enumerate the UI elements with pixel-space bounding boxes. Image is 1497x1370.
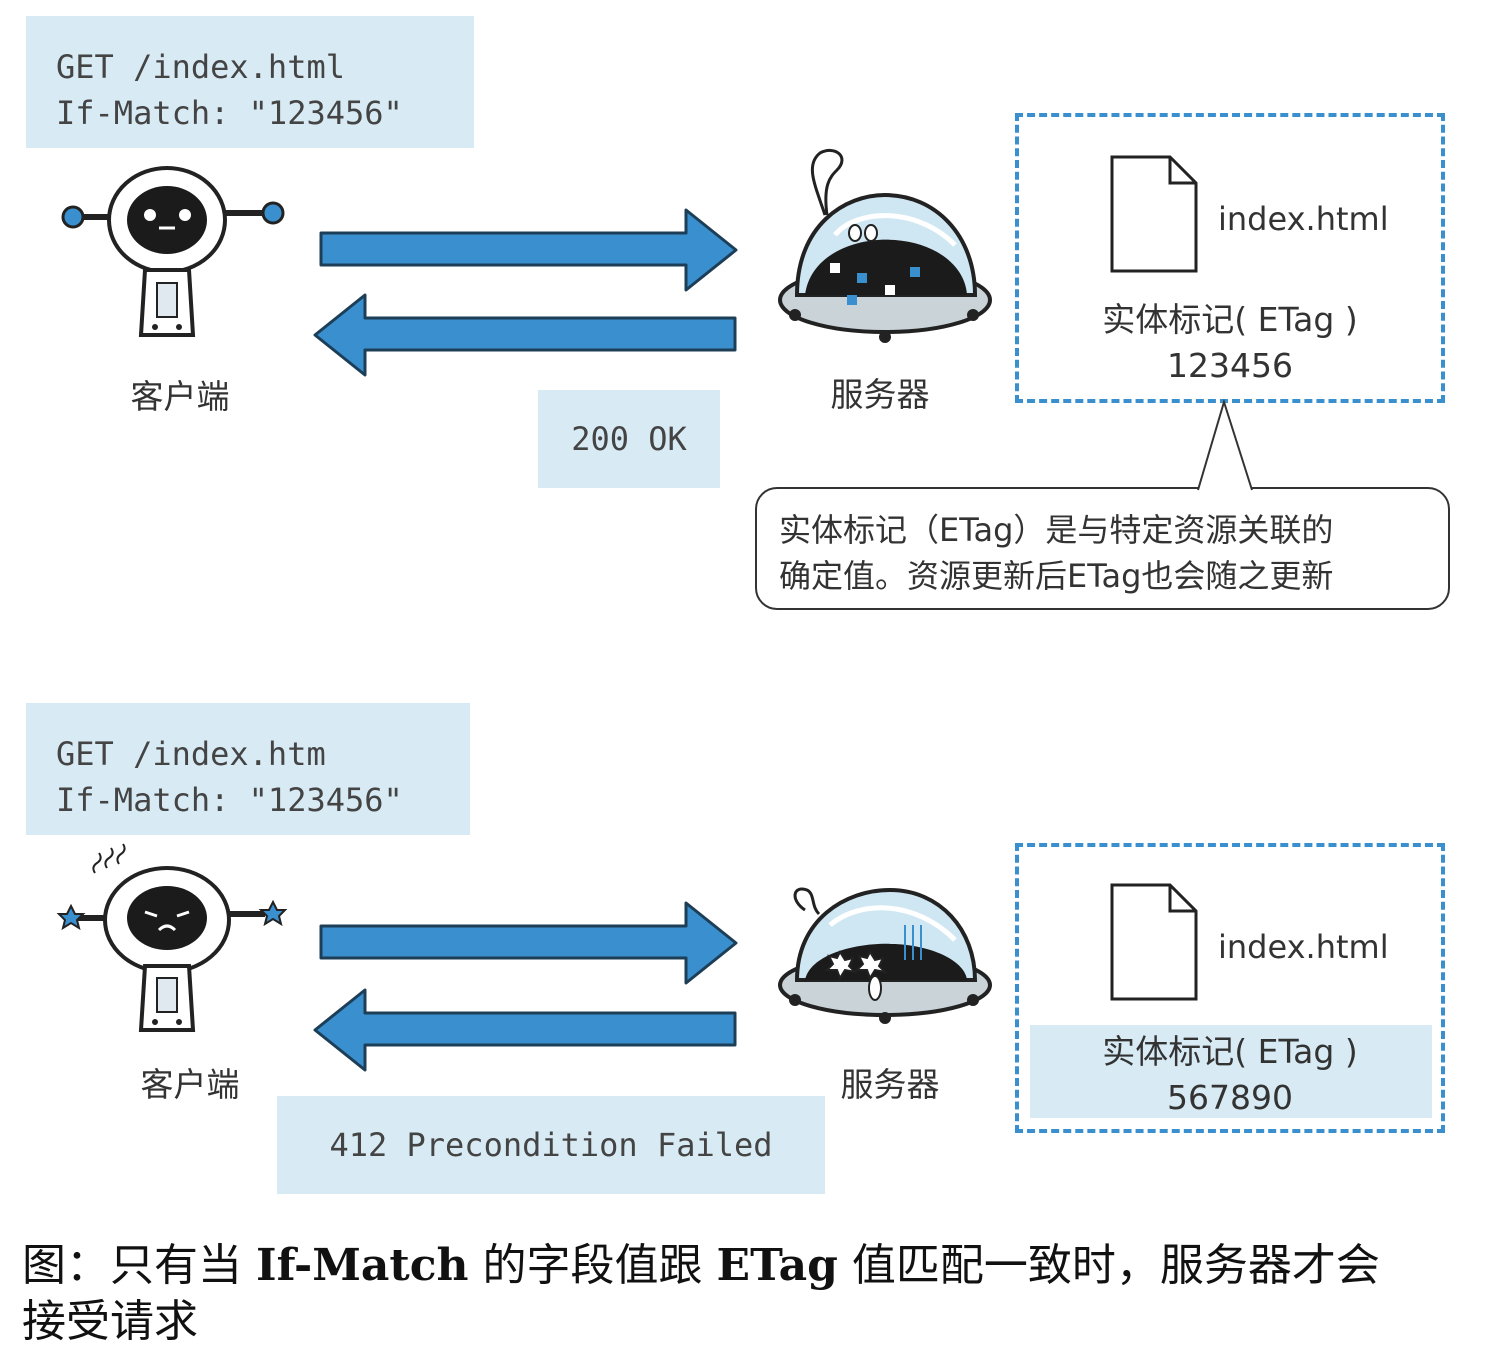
client-robot-upset-icon (56, 843, 288, 1032)
caption-bold-ifmatch: If-Match (256, 1240, 469, 1291)
caption-suffix: 值匹配一致时，服务器才会 (851, 1240, 1380, 1291)
bottom-etag-value: 567890 (1167, 1078, 1293, 1117)
top-response-box: 200 OK (538, 390, 720, 488)
bottom-request-line2: If-Match: "123456" (56, 781, 403, 819)
server-robot-broken-icon (778, 887, 992, 1024)
bottom-response-box: 412 Precondition Failed (277, 1096, 825, 1194)
bottom-etag-highlight (1030, 1025, 1432, 1118)
caption-line1: 图：只有当 If-Match 的字段值跟 ETag 值匹配一致时，服务器才会 (22, 1238, 1482, 1294)
etag-note-line1: 实体标记（ETag）是与特定资源关联的 (779, 511, 1334, 549)
document-icon (1110, 155, 1198, 273)
client-robot-icon (61, 166, 285, 337)
bottom-request-arrow (319, 901, 738, 985)
bottom-request-line1: GET /index.htm (56, 735, 326, 773)
bottom-response-arrow (313, 988, 737, 1072)
top-server-label: 服务器 (830, 375, 930, 414)
caption-middle: 的字段值跟 (482, 1240, 703, 1291)
bubble-pointer (1197, 398, 1253, 493)
bottom-client-label: 客户端 (140, 1065, 240, 1104)
top-etag-value: 123456 (1167, 346, 1293, 385)
top-request-arrow (319, 208, 738, 292)
top-client-label: 客户端 (130, 377, 230, 416)
top-request-box: GET /index.html If-Match: "123456" (26, 16, 474, 148)
caption-prefix: 图：只有当 (22, 1240, 242, 1291)
etag-note-line2: 确定值。资源更新后ETag也会随之更新 (779, 557, 1334, 595)
top-response-arrow (313, 293, 737, 377)
caption-line2: 接受请求 (22, 1296, 198, 1347)
bottom-file-name: index.html (1218, 928, 1389, 966)
etag-note-bubble: 实体标记（ETag）是与特定资源关联的 确定值。资源更新后ETag也会随之更新 (755, 487, 1450, 610)
figure-caption: 图：只有当 If-Match 的字段值跟 ETag 值匹配一致时，服务器才会 接… (22, 1238, 1482, 1350)
top-file-name: index.html (1218, 200, 1389, 238)
document-icon (1110, 883, 1198, 1001)
bottom-request-box: GET /index.htm If-Match: "123456" (26, 703, 470, 835)
top-resource-box (1015, 113, 1445, 403)
server-robot-icon (778, 148, 992, 343)
bottom-etag-label: 实体标记( ETag ) (1102, 1032, 1358, 1071)
caption-bold-etag: ETag (716, 1240, 838, 1291)
top-request-line2: If-Match: "123456" (56, 94, 403, 132)
bottom-resource-box (1015, 843, 1445, 1133)
bottom-server-label: 服务器 (840, 1065, 940, 1104)
top-request-line1: GET /index.html (56, 48, 345, 86)
top-etag-label: 实体标记( ETag ) (1102, 300, 1358, 339)
